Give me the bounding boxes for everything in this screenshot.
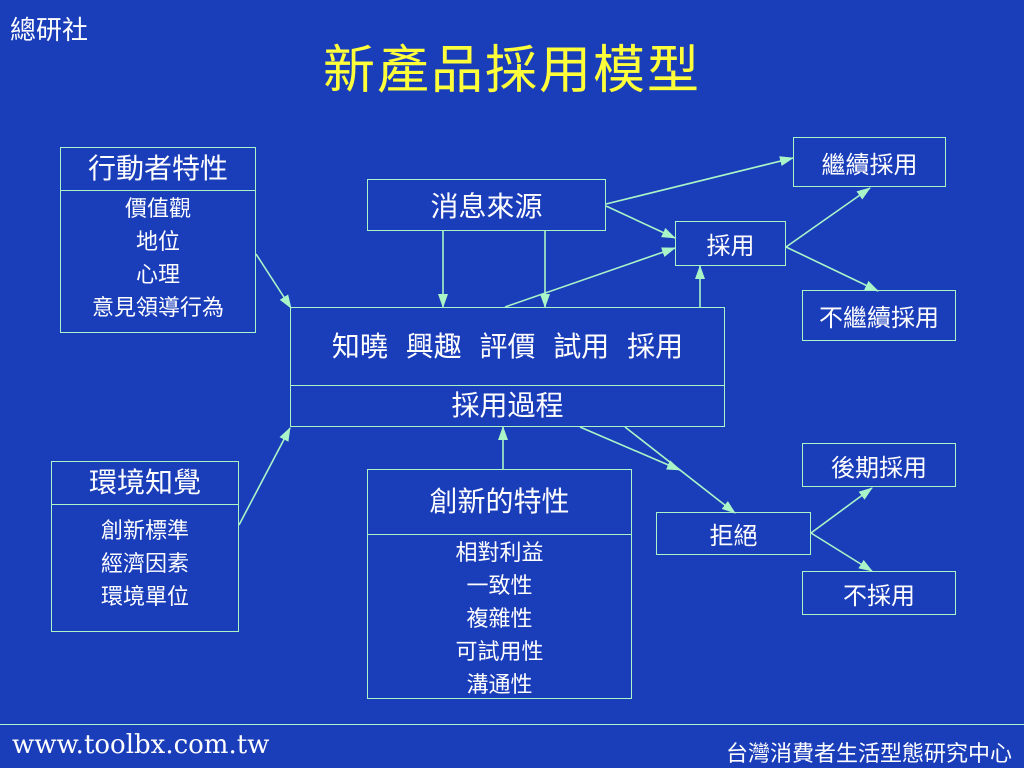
environment-item: 經濟因素 xyxy=(100,552,189,577)
arrow-reject-to-noadopt xyxy=(810,532,873,572)
footer-organization: 台灣消費者生活型態研究中心 xyxy=(725,742,1012,767)
arrow-source-to-adopt xyxy=(605,205,676,239)
arrow-adopt-to-discontinue xyxy=(785,246,879,292)
arrow-environment-to-process xyxy=(238,427,291,526)
arrow-process-to-reject-2 xyxy=(579,426,681,471)
arrow-reject-to-later xyxy=(810,487,873,534)
arrow-actor-to-process xyxy=(255,253,292,309)
actor-item: 心理 xyxy=(135,263,180,288)
footer-url: www.toolbx.com.tw xyxy=(12,730,270,760)
information-source-box: 消息來源 xyxy=(367,179,606,231)
innovation-item: 溝通性 xyxy=(466,673,533,698)
page-title: 新產品採用模型 xyxy=(322,41,701,101)
adoption-process-label: 採用過程 xyxy=(451,389,564,422)
later-adopt-label: 後期採用 xyxy=(831,453,927,482)
continue-adopt-label: 繼續採用 xyxy=(821,150,918,179)
environment-item: 環境單位 xyxy=(100,585,189,610)
arrow-source-to-continue xyxy=(605,156,794,205)
no-adopt-label: 不採用 xyxy=(843,581,915,610)
innovation-item: 一致性 xyxy=(466,574,533,599)
reject-label: 拒絕 xyxy=(709,522,758,550)
innovation-item: 相對利益 xyxy=(455,541,544,566)
adopt-box: 採用 xyxy=(675,221,786,266)
actor-item: 意見領導行為 xyxy=(91,296,224,321)
discontinue-adopt-box: 不繼續採用 xyxy=(802,290,956,341)
actor-item: 地位 xyxy=(135,230,180,255)
discontinue-adopt-label: 不繼續採用 xyxy=(819,304,939,332)
environment-perception-title: 環境知覺 xyxy=(52,462,238,505)
environment-item: 創新標準 xyxy=(100,519,189,544)
adoption-stages: 知曉 興趣 評價 試用 採用 xyxy=(291,308,724,386)
adoption-process-box: 知曉 興趣 評價 試用 採用 採用過程 xyxy=(290,307,725,427)
environment-perception-box: 環境知覺 創新標準 經濟因素 環境單位 xyxy=(51,461,239,632)
no-adopt-box: 不採用 xyxy=(802,571,956,615)
actor-characteristics-title: 行動者特性 xyxy=(61,148,255,191)
arrow-adopt-to-continue xyxy=(785,187,871,248)
information-source-label: 消息來源 xyxy=(430,190,543,223)
innovation-characteristics-box: 創新的特性 相對利益 一致性 複雜性 可試用性 溝通性 xyxy=(367,469,632,699)
continue-adopt-box: 繼續採用 xyxy=(793,137,946,187)
innovation-item: 可試用性 xyxy=(455,640,544,665)
adopt-label: 採用 xyxy=(706,232,755,260)
reject-box: 拒絕 xyxy=(656,512,811,555)
actor-characteristics-box: 行動者特性 價值觀 地位 心理 意見領導行為 xyxy=(60,147,256,333)
footer-divider xyxy=(0,724,1024,725)
later-adopt-box: 後期採用 xyxy=(802,443,956,487)
innovation-item: 複雜性 xyxy=(466,607,533,632)
actor-item: 價值觀 xyxy=(124,197,191,222)
arrow-process-to-adopt xyxy=(504,247,676,308)
innovation-characteristics-title: 創新的特性 xyxy=(368,470,631,535)
corner-label: 總研社 xyxy=(10,16,89,46)
